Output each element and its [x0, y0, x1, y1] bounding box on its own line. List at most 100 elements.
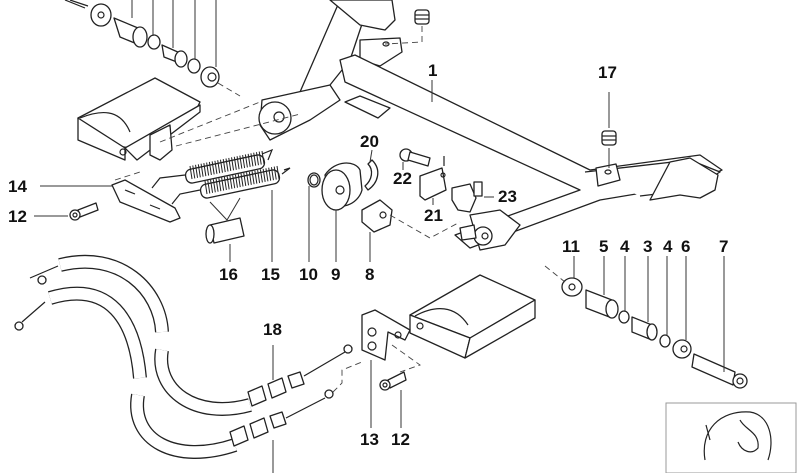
- spring-coil: [197, 164, 201, 178]
- spring-coil: [251, 171, 255, 185]
- spring-coil: [255, 152, 259, 166]
- spring-coil: [210, 179, 214, 193]
- spring-coil: [211, 161, 215, 175]
- bushing-17: [384, 9, 617, 168]
- spring-coil: [247, 153, 251, 167]
- pin-22: [399, 148, 445, 167]
- spring-coil: [231, 157, 235, 171]
- spring-coil: [226, 176, 230, 190]
- spring-coil: [232, 175, 236, 189]
- spring-coil: [217, 160, 221, 174]
- bracket-14: [111, 171, 181, 223]
- spring-coil: [253, 152, 257, 166]
- callout-4: 4: [663, 237, 673, 256]
- springs-15: [151, 148, 291, 205]
- cam-9: [321, 162, 363, 211]
- sleeve-16: [205, 197, 245, 244]
- callout-21: 21: [424, 206, 443, 225]
- spring-coil: [268, 167, 272, 181]
- spring-coil: [250, 153, 254, 167]
- spring-coil: [239, 155, 243, 169]
- callout-14: 14: [8, 177, 27, 196]
- spring-coil: [219, 159, 223, 173]
- callout-16: 16: [219, 265, 238, 284]
- spring-coil: [261, 150, 265, 165]
- spring-coil: [208, 161, 212, 176]
- callout-23: 23: [498, 187, 517, 206]
- spring-coil: [203, 163, 207, 177]
- spring-coil: [223, 176, 227, 191]
- spring-coil: [207, 180, 211, 194]
- pedal-pad-upper: [77, 77, 301, 161]
- spring-coil: [221, 177, 225, 191]
- callout-5: 5: [599, 237, 608, 256]
- callout-20: 20: [360, 132, 379, 151]
- spring-coil: [237, 174, 241, 188]
- spring-coil: [257, 169, 261, 184]
- overview-thumbnail: [665, 402, 797, 473]
- spring-coil: [222, 159, 226, 173]
- callout-1: 1: [428, 61, 437, 80]
- brake-cables-18: [14, 254, 363, 459]
- callout-18: 18: [263, 320, 282, 339]
- spring-coil: [259, 169, 263, 183]
- spring-coil: [244, 154, 248, 168]
- callout-4: 4: [620, 237, 630, 256]
- spring-coil: [229, 175, 233, 189]
- callout-9: 9: [331, 265, 340, 284]
- bolt-12-left: [69, 202, 99, 221]
- spring-coil: [215, 178, 219, 192]
- callout-13: 13: [360, 430, 379, 449]
- spring-coil: [195, 164, 199, 178]
- spring-coil: [248, 171, 252, 185]
- callout-labels: 1 3 4 4 5 6 7 8 9 10 11 12 12 13 14 15 1…: [8, 61, 728, 449]
- spring-coil: [246, 172, 250, 186]
- spring-coil: [192, 165, 196, 179]
- callout-11: 11: [562, 237, 580, 256]
- callout-22: 22: [393, 169, 412, 188]
- spring-coil: [228, 157, 232, 171]
- switch-21: [419, 167, 447, 201]
- callout-17: 17: [598, 63, 617, 82]
- spring-coil: [270, 167, 274, 181]
- spring-coil: [258, 151, 262, 165]
- spring-coil: [236, 156, 240, 170]
- spring-coil: [254, 170, 258, 184]
- spring-coil: [233, 156, 237, 170]
- cam-8: [361, 199, 461, 239]
- shim-20: [364, 159, 379, 191]
- callout-3: 3: [643, 237, 652, 256]
- spring-coil: [206, 162, 210, 176]
- spring-coil: [276, 165, 280, 180]
- spring-coil: [262, 168, 266, 182]
- spring-coil: [218, 178, 222, 192]
- plate-23: [451, 181, 483, 213]
- right-bushing-set: [544, 265, 748, 389]
- callout-7: 7: [719, 237, 728, 256]
- snap-ring-10: [307, 172, 321, 188]
- callout-12-left: 12: [8, 207, 27, 226]
- spring-coil: [234, 174, 238, 188]
- lever-frame: [258, 0, 723, 251]
- callout-12-lower: 12: [391, 430, 410, 449]
- spring-coil: [240, 173, 244, 187]
- bracket-13: [361, 309, 411, 361]
- spring-coil: [189, 165, 193, 180]
- spring-coil: [273, 166, 277, 180]
- spring-coil: [242, 154, 246, 169]
- spring-coil: [204, 180, 208, 195]
- callout-6: 6: [681, 237, 690, 256]
- spring-coil: [225, 158, 229, 172]
- bolt-12-lower: [379, 344, 421, 391]
- spring-coil: [200, 163, 204, 177]
- spring-coil: [214, 160, 218, 174]
- spring-coil: [265, 168, 269, 182]
- leader-lines: [34, 80, 725, 473]
- spring-coil: [243, 172, 247, 186]
- callout-15: 15: [261, 265, 280, 284]
- spring-coil: [212, 179, 216, 193]
- callout-8: 8: [365, 265, 374, 284]
- callout-10: 10: [299, 265, 318, 284]
- top-left-bushing-set: [64, 0, 241, 97]
